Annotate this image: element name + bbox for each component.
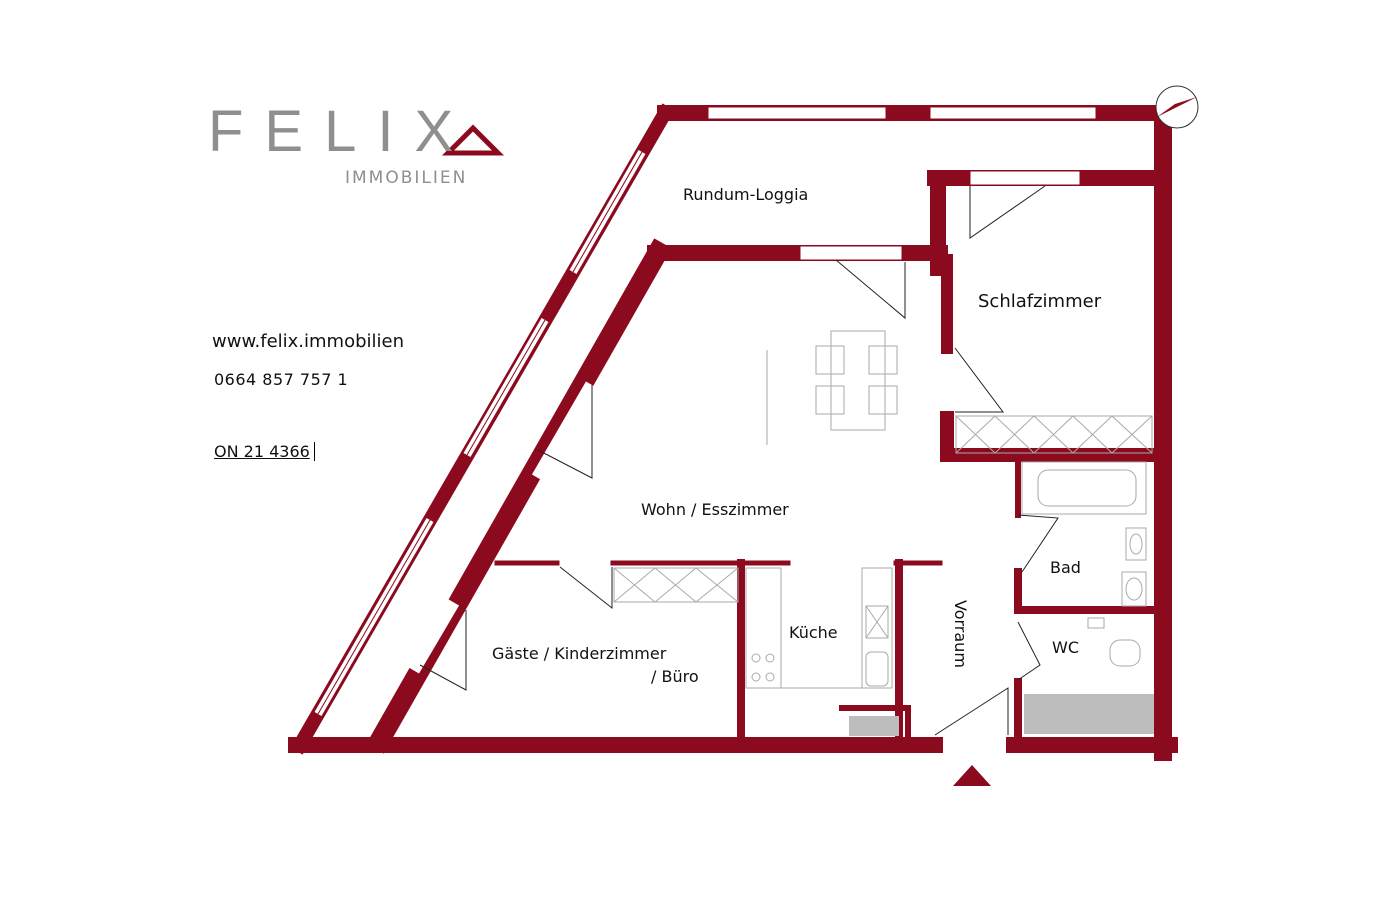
window-bedroom: [969, 170, 1081, 186]
compass-needle-icon: [1155, 85, 1199, 129]
room-label-wc: WC: [1052, 638, 1079, 657]
door-swing-guest-room: [559, 566, 613, 610]
door-swing-bath: [1017, 514, 1059, 573]
website-link[interactable]: www.felix.immobilien: [212, 331, 405, 352]
bedroom-wall-bottom: [940, 411, 1167, 462]
door-swing-entry: [934, 687, 1009, 736]
kitchen-niche: [839, 705, 911, 741]
room-label-hallway: Vorraum: [951, 600, 970, 668]
dining-table: [766, 330, 898, 445]
phone-number: 0664 857 757 1: [214, 370, 349, 389]
bath-wall-mid: [1014, 568, 1154, 614]
room-label-bedroom: Schlafzimmer: [978, 291, 1102, 312]
shaft-kitchen: [849, 716, 899, 736]
wardrobe-guest: [613, 567, 739, 603]
entrance-triangle-icon: [953, 765, 991, 786]
window-top-1: [707, 106, 887, 120]
window-top-2: [929, 106, 1097, 120]
door-swing-bedroom: [969, 185, 1046, 239]
room-label-guest: Gäste / Kinderzimmer: [492, 644, 667, 663]
window-living: [799, 245, 903, 261]
wc-toilet: [1109, 639, 1141, 667]
door-swing-bed-entry: [954, 347, 1004, 413]
wardrobe-bedroom: [955, 415, 1153, 454]
door-swing-loggia: [537, 385, 593, 479]
kitchen-counter-left: [745, 567, 782, 689]
room-label-loggia: Rundum-Loggia: [683, 185, 809, 204]
room-label-guest-office: / Büro: [651, 667, 699, 686]
logo-chevron-icon: [441, 124, 505, 156]
room-label-living: Wohn / Esszimmer: [641, 500, 789, 519]
room-label-bath: Bad: [1050, 558, 1081, 577]
door-swing-living: [835, 259, 906, 320]
logo-subtitle: IMMOBILIEN: [345, 168, 468, 188]
object-number: ON 21 4366: [214, 442, 315, 461]
logo-wordmark: FELIX: [208, 99, 475, 164]
door-swing-wc: [1017, 621, 1041, 681]
door-swing-guest: [419, 610, 467, 691]
storage-entry: [1024, 694, 1154, 734]
bathtub: [1021, 461, 1147, 515]
room-label-kitchen: Küche: [789, 623, 838, 642]
